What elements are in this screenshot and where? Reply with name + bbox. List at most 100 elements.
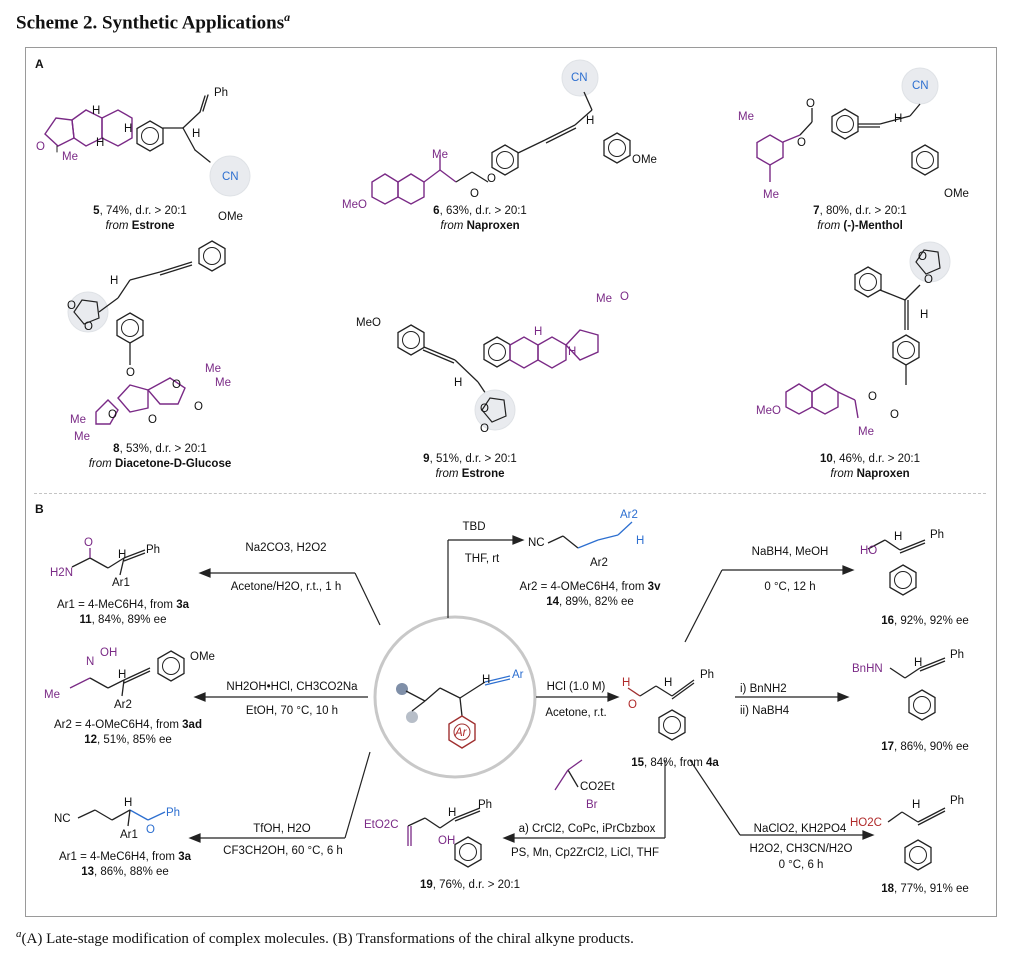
atom-cn: CN <box>571 72 588 84</box>
atom-h: H <box>448 807 457 819</box>
atom-nc: NC <box>528 537 545 549</box>
atom-h: H <box>110 275 119 287</box>
atom-bnhn: BnHN <box>852 663 883 675</box>
atom-ph: Ph <box>166 807 181 819</box>
atom-h: H <box>124 797 133 809</box>
conditions-15-bottom: Acetone, r.t. <box>545 707 607 719</box>
atom-o: O <box>480 403 489 415</box>
structure-13 <box>77 809 166 827</box>
scheme-title: Scheme 2. Synthetic Applicationsa <box>16 10 291 34</box>
atom-me: Me <box>44 689 60 701</box>
atom-me: Me <box>74 431 90 443</box>
atom-h: H <box>568 346 577 358</box>
atom-meo: MeO <box>756 405 781 417</box>
panel-divider <box>34 493 986 494</box>
conditions-15-top: HCl (1.0 M) <box>546 681 606 693</box>
atom-ph: Ph <box>478 799 493 811</box>
atom-h: H <box>586 115 595 127</box>
atom-o: O <box>172 379 181 391</box>
atom-ph: Ph <box>214 87 229 99</box>
atom-br: Br <box>586 799 598 811</box>
atom-ph: Ph <box>950 795 965 807</box>
atom-h: H <box>124 123 133 135</box>
atom-ar2: Ar2 <box>114 699 132 711</box>
central-substrate-circle <box>373 615 537 779</box>
atom-h: H <box>192 128 201 140</box>
atom-o: O <box>67 300 76 312</box>
atom-nc: NC <box>54 813 71 825</box>
conditions-16-bottom: 0 °C, 12 h <box>764 581 816 593</box>
conditions-18-mid: H2O2, CH3CN/H2O <box>749 843 853 855</box>
conditions-19-top: a) CrCl2, CoPc, iPrCbzbox <box>518 823 656 835</box>
atom-h: H <box>914 657 923 669</box>
caption-13: Ar1 = 4-MeC6H4, from 3a 13, 86%, 88% ee <box>59 851 191 878</box>
conditions-12-top: NH2OH•HCl, CH3CO2Na <box>226 681 358 693</box>
atom-o: O <box>620 291 629 303</box>
structure-10 <box>785 241 951 419</box>
conditions-17-bottom: ii) NaBH4 <box>740 705 790 717</box>
atom-h: H <box>894 531 903 543</box>
atom-o: O <box>890 409 899 421</box>
atom-ar2: Ar2 <box>590 557 608 569</box>
atom-o: O <box>84 321 93 333</box>
atom-co2et: CO2Et <box>580 781 615 793</box>
atom-oh: OH <box>438 835 456 847</box>
atom-ho: HO <box>860 545 878 557</box>
conditions-14-top: TBD <box>462 521 486 533</box>
conditions-17-top: i) BnNH2 <box>740 683 787 695</box>
atom-h: H <box>894 113 903 125</box>
atom-o: O <box>797 137 806 149</box>
reaction-arrows <box>188 535 875 843</box>
atom-cn: CN <box>912 80 929 92</box>
atom-meo: MeO <box>342 199 367 211</box>
atom-me: Me <box>432 149 448 161</box>
atom-ome: OMe <box>218 211 243 223</box>
caption-18: 18, 77%, 91% ee <box>881 883 969 895</box>
caption-15: 15, 84%, from 4a <box>631 757 719 769</box>
atom-o: O <box>628 699 637 711</box>
caption-12: Ar2 = 4-OMeC6H4, from 3ad 12, 51%, 85% e… <box>54 719 202 746</box>
conditions-11-top: Na2CO3, H2O2 <box>245 542 327 554</box>
atom-o: O <box>84 537 93 549</box>
panel-a-label: A <box>35 57 44 71</box>
atom-ph: Ph <box>930 529 945 541</box>
conditions-18-top: NaClO2, KH2PO4 <box>753 823 847 835</box>
caption-19: 19, 76%, d.r. > 20:1 <box>419 879 521 891</box>
atom-ar1: Ar1 <box>120 829 138 841</box>
conditions-13-top: TfOH, H2O <box>253 823 311 835</box>
structure-18 <box>887 807 946 871</box>
atom-o: O <box>918 251 927 263</box>
atom-ar: Ar <box>455 727 467 739</box>
atom-h: H <box>920 309 929 321</box>
atom-h: H <box>118 549 127 561</box>
atom-me: Me <box>738 111 754 123</box>
structure-8 <box>67 240 226 425</box>
caption-14: Ar2 = 4-OMeC6H4, from 3v 14, 89%, 82% ee <box>519 581 661 608</box>
atom-o: O <box>470 188 479 200</box>
atom-me: Me <box>62 151 78 163</box>
caption-7: 7, 80%, d.r. > 20:1 from (-)-Menthol <box>813 205 907 232</box>
caption-16: 16, 92%, 92% ee <box>881 615 969 627</box>
caption-9: 9, 51%, d.r. > 20:1 from Estrone <box>423 453 517 480</box>
atom-h: H <box>636 535 645 547</box>
structure-19 <box>407 759 583 868</box>
conditions-13-bottom: CF3CH2OH, 60 °C, 6 h <box>223 845 343 857</box>
atom-h: H <box>912 799 921 811</box>
atom-ph: Ph <box>146 544 161 556</box>
scheme-footnote: a(A) Late-stage modification of complex … <box>16 928 634 947</box>
atom-o: O <box>868 391 877 403</box>
structure-15 <box>627 679 695 741</box>
structure-12 <box>69 650 185 697</box>
atom-me: Me <box>215 377 231 389</box>
atom-cn: CN <box>222 171 239 183</box>
caption-6: 6, 63%, d.r. > 20:1 from Naproxen <box>433 205 527 232</box>
atom-ome: OMe <box>944 188 969 200</box>
atom-o: O <box>194 401 203 413</box>
atom-ar1: Ar1 <box>112 577 130 589</box>
central-substrate <box>396 675 511 749</box>
scheme-frame <box>25 47 997 917</box>
atom-h: H <box>622 677 631 689</box>
atom-h2n: H2N <box>50 567 74 579</box>
structure-17 <box>889 657 946 721</box>
